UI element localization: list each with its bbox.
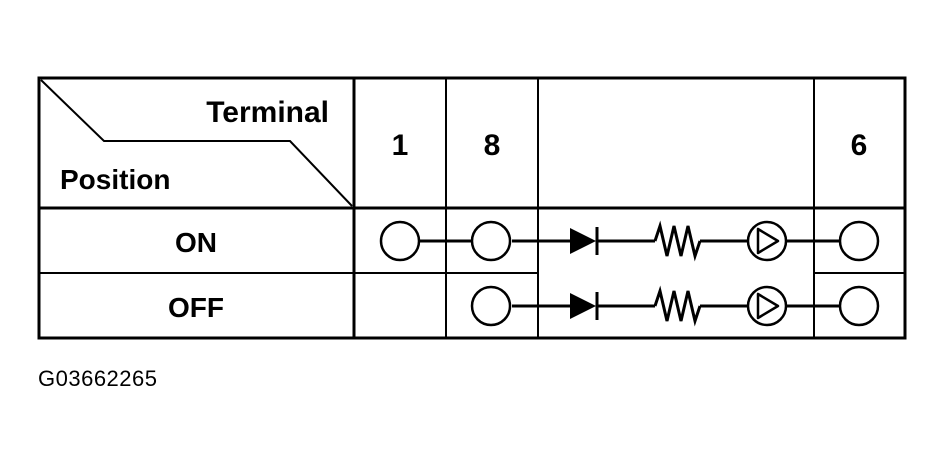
terminal-8-connection-circle [470,285,512,327]
led-arrow [756,292,780,320]
terminal-6-connection-circle [838,285,880,327]
terminal-6-label: 6 [851,129,868,162]
terminal-8-label: 8 [484,129,501,162]
off-row-circuit [470,285,880,327]
figure-id: G03662265 [38,366,158,391]
diode-icon [570,293,596,319]
terminal-label: Terminal [206,96,329,129]
on-row-circuit [379,220,880,262]
row-label-on: ON [175,227,217,258]
resistor-icon [653,220,702,262]
terminal-8-connection-circle [470,220,512,262]
diode-icon [570,228,596,254]
row-label-off: OFF [168,292,224,323]
terminal-6-connection-circle [838,220,880,262]
led-arrow [756,227,780,255]
terminal-1-connection-circle [379,220,421,262]
terminal-1-label: 1 [392,129,409,162]
header-diagonal-line [40,79,353,207]
position-label: Position [60,164,170,195]
resistor-icon [653,285,702,327]
